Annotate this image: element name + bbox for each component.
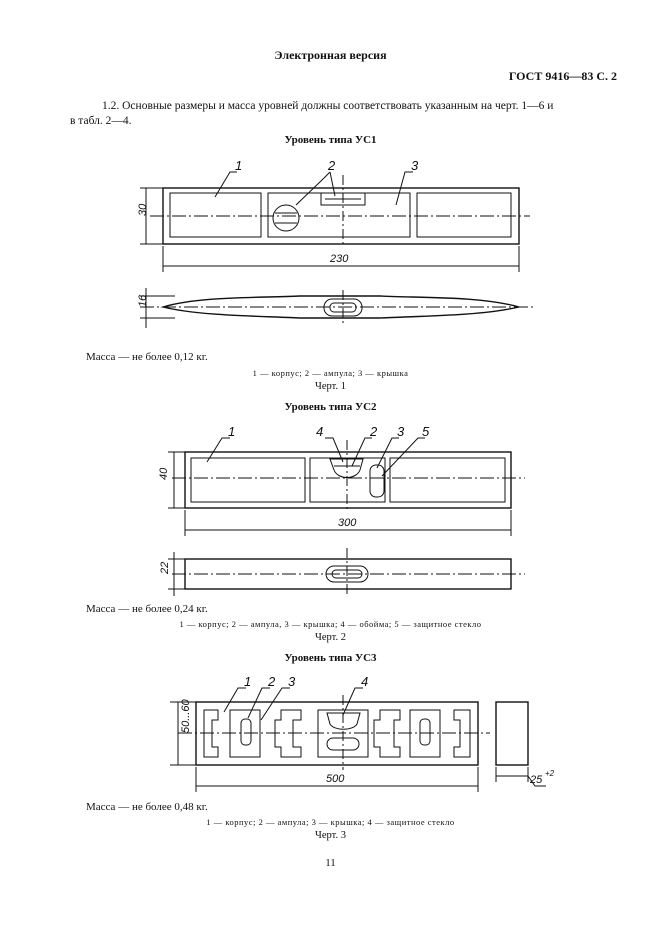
fig2-callout-3: 3 [397, 424, 405, 439]
intro-line-2: в табл. 2—4. [70, 115, 132, 127]
intro-line-1: 1.2. Основные размеры и масса уровней до… [102, 100, 554, 112]
figure-1-caption: Черт. 1 [315, 381, 346, 392]
intro-paragraph: 1.2. Основные размеры и масса уровней до… [70, 99, 606, 129]
fig2-dim-thickness: 22 [159, 562, 171, 575]
figure-2-caption: Черт. 2 [315, 632, 346, 643]
fig3-callout-4: 4 [361, 674, 368, 689]
fig1-callout-2: 2 [327, 158, 336, 173]
figure-2-top-view [168, 548, 525, 596]
figure-1-mass: Масса — не более 0,12 кг. [86, 351, 208, 363]
figure-2-legend: 1 — корпус; 2 — ампула, 3 — крышка; 4 — … [179, 619, 482, 629]
fig3-dim-length: 500 [326, 773, 345, 785]
fig1-callout-3: 3 [411, 158, 419, 173]
fig2-callout-1: 1 [228, 424, 235, 439]
fig3-dim-height: 50...60 [180, 698, 192, 733]
figure-1-top-view [140, 288, 535, 328]
fig2-callout-4: 4 [316, 424, 323, 439]
fig1-dim-length: 230 [329, 253, 349, 265]
figure-3-legend: 1 — корпус; 2 — ампула; 3 — крышка; 4 — … [206, 817, 455, 827]
fig3-callout-3: 3 [288, 674, 296, 689]
fig1-dim-thickness: 16 [137, 294, 149, 307]
figure-3-mass: Масса — не более 0,48 кг. [86, 801, 208, 813]
figure-3-caption: Черт. 3 [315, 830, 346, 841]
fig3-callout-1: 1 [244, 674, 251, 689]
fig3-dim-tolerance: +2 [545, 769, 555, 778]
figure-2-mass: Масса — не более 0,24 кг. [86, 603, 208, 615]
fig2-callout-5: 5 [422, 424, 430, 439]
figure-1-front-view [140, 171, 530, 272]
page-number: 11 [325, 857, 336, 869]
header-title: Электронная версия [274, 48, 387, 62]
fig3-callout-2: 2 [267, 674, 276, 689]
fig2-dim-height: 40 [158, 467, 170, 480]
figure-1-title: Уровень типа УС1 [284, 134, 377, 146]
figure-2-front-view [168, 437, 525, 536]
fig3-dim-thickness: 25 [529, 774, 543, 786]
figure-3-front-view [170, 687, 490, 792]
standard-reference: ГОСТ 9416—83 С. 2 [508, 69, 617, 83]
fig2-dim-length: 300 [338, 517, 357, 529]
figure-1-legend: 1 — корпус; 2 — ампула; 3 — крышка [252, 368, 409, 378]
fig1-callout-1: 1 [235, 158, 242, 173]
figure-2-title: Уровень типа УС2 [284, 401, 377, 413]
figure-3-side-view [495, 701, 546, 787]
figure-3-title: Уровень типа УС3 [284, 652, 377, 664]
fig2-callout-2: 2 [369, 424, 378, 439]
fig1-dim-height: 30 [137, 203, 149, 216]
